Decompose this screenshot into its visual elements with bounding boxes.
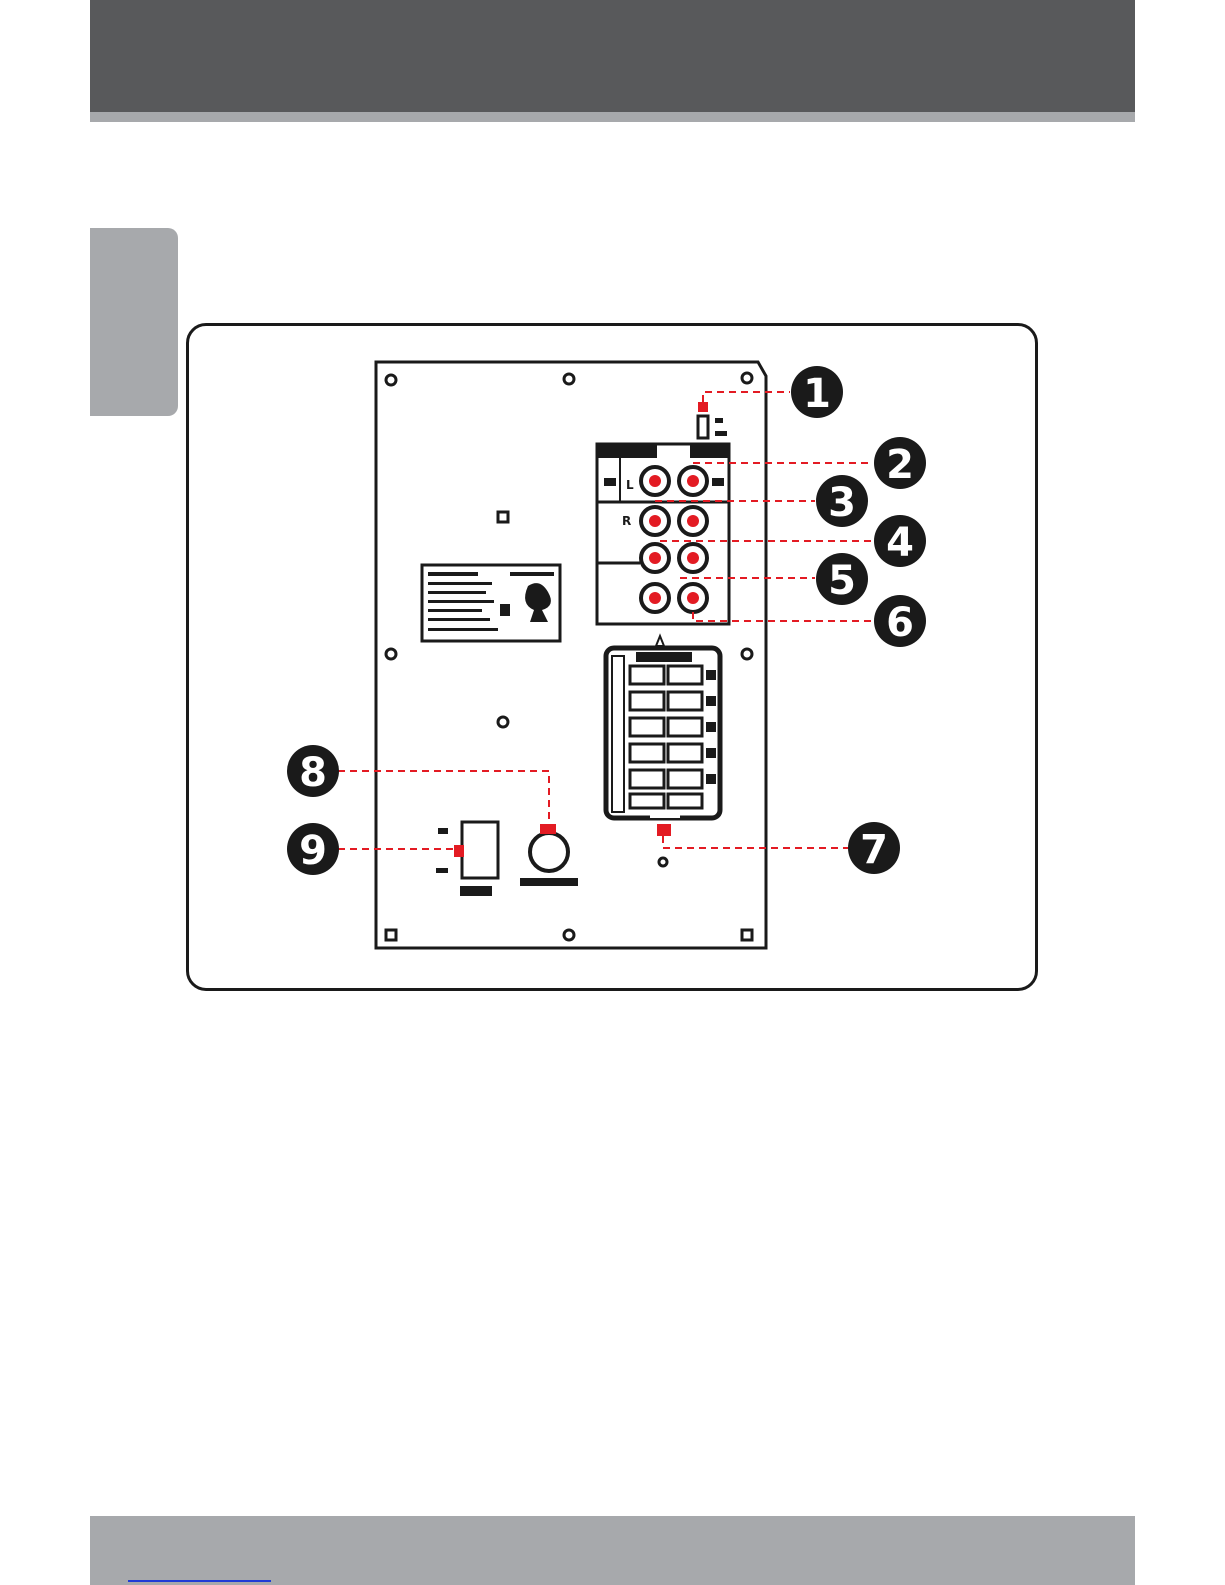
callout-badge-7: 7 — [848, 822, 900, 874]
speaker-terminal-block — [606, 636, 720, 818]
screw-icon — [386, 930, 396, 940]
callout-badge-2: 2 — [874, 437, 926, 489]
svg-text:6: 6 — [886, 600, 914, 646]
rca-jack-icon — [679, 467, 707, 495]
callout-badge-4: 4 — [874, 515, 926, 567]
screw-icon — [564, 930, 574, 940]
footer-link-underline[interactable] — [128, 1580, 271, 1582]
rca-jack-icon — [641, 584, 669, 612]
callout-badge-5: 5 — [816, 553, 868, 605]
screw-icon — [742, 373, 752, 383]
rca-jack-icon — [641, 544, 669, 572]
svg-text:2: 2 — [886, 442, 914, 488]
svg-text:4: 4 — [886, 520, 914, 566]
callout-badge-8: 8 — [287, 745, 339, 797]
callout-badge-9: 9 — [287, 823, 339, 875]
svg-text:3: 3 — [828, 480, 856, 526]
rca-jack-icon — [679, 507, 707, 535]
rating-label — [422, 565, 560, 641]
screw-icon — [742, 930, 752, 940]
svg-text:8: 8 — [299, 750, 327, 796]
footer-band — [90, 1516, 1135, 1585]
callout-badge-3: 3 — [816, 475, 868, 527]
rca-jack-icon — [641, 507, 669, 535]
screw-icon — [498, 512, 508, 522]
rca-jack-block: L R — [597, 444, 729, 624]
screw-icon — [498, 717, 508, 727]
rca-jack-icon — [679, 544, 707, 572]
svg-text:5: 5 — [828, 558, 856, 604]
jack-side-label-right: R — [622, 514, 631, 528]
rca-jack-icon — [679, 584, 707, 612]
rca-jack-icon — [641, 467, 669, 495]
screw-icon — [742, 649, 752, 659]
callout-badge-1: 1 — [791, 366, 843, 418]
screw-icon — [564, 374, 574, 384]
screw-icon — [386, 375, 396, 385]
svg-text:9: 9 — [299, 828, 327, 874]
callout-badge-6: 6 — [874, 595, 926, 647]
svg-text:7: 7 — [860, 827, 888, 873]
jack-side-label-left: L — [626, 478, 634, 492]
svg-text:1: 1 — [803, 371, 831, 417]
screw-icon — [386, 649, 396, 659]
